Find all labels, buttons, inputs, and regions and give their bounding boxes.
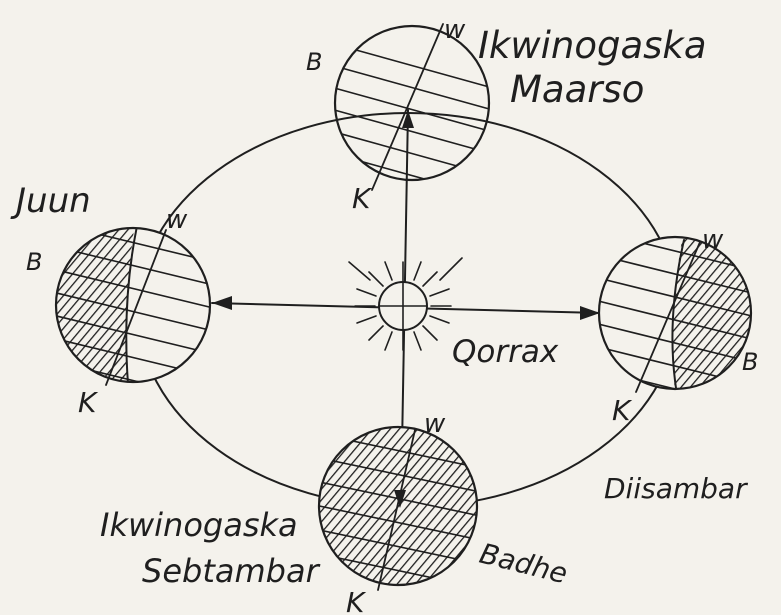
label-march-line1: Ikwinogaska (478, 24, 707, 67)
label-june: Juun (10, 181, 91, 221)
pole-top-w: w (444, 15, 466, 45)
pole-left-k: K (78, 386, 99, 419)
arrow-right (580, 306, 600, 320)
pole-top-k: K (352, 182, 373, 215)
label-badhe: Badhe (476, 537, 570, 591)
earth-december (590, 230, 760, 410)
label-december: Diisambar (604, 472, 748, 505)
pole-bottom-w: w (424, 409, 446, 439)
earth-september (310, 420, 490, 600)
earth-june (40, 210, 240, 410)
label-september-line1: Ikwinogaska (100, 506, 298, 544)
pole-top-b: B (306, 48, 322, 76)
pole-right-k: K (612, 394, 633, 427)
pole-right-b: B (742, 348, 758, 376)
pole-left-w: w (166, 205, 188, 235)
pole-right-w: w (702, 225, 724, 255)
pole-left-b: B (26, 248, 42, 276)
label-september-line2: Sebtambar (142, 552, 321, 590)
pole-bottom-k: K (346, 586, 367, 615)
arrow-left (212, 296, 232, 310)
label-sun: Qorrax (452, 334, 559, 370)
label-march-line2: Maarso (510, 68, 644, 111)
earth-march (320, 24, 500, 200)
